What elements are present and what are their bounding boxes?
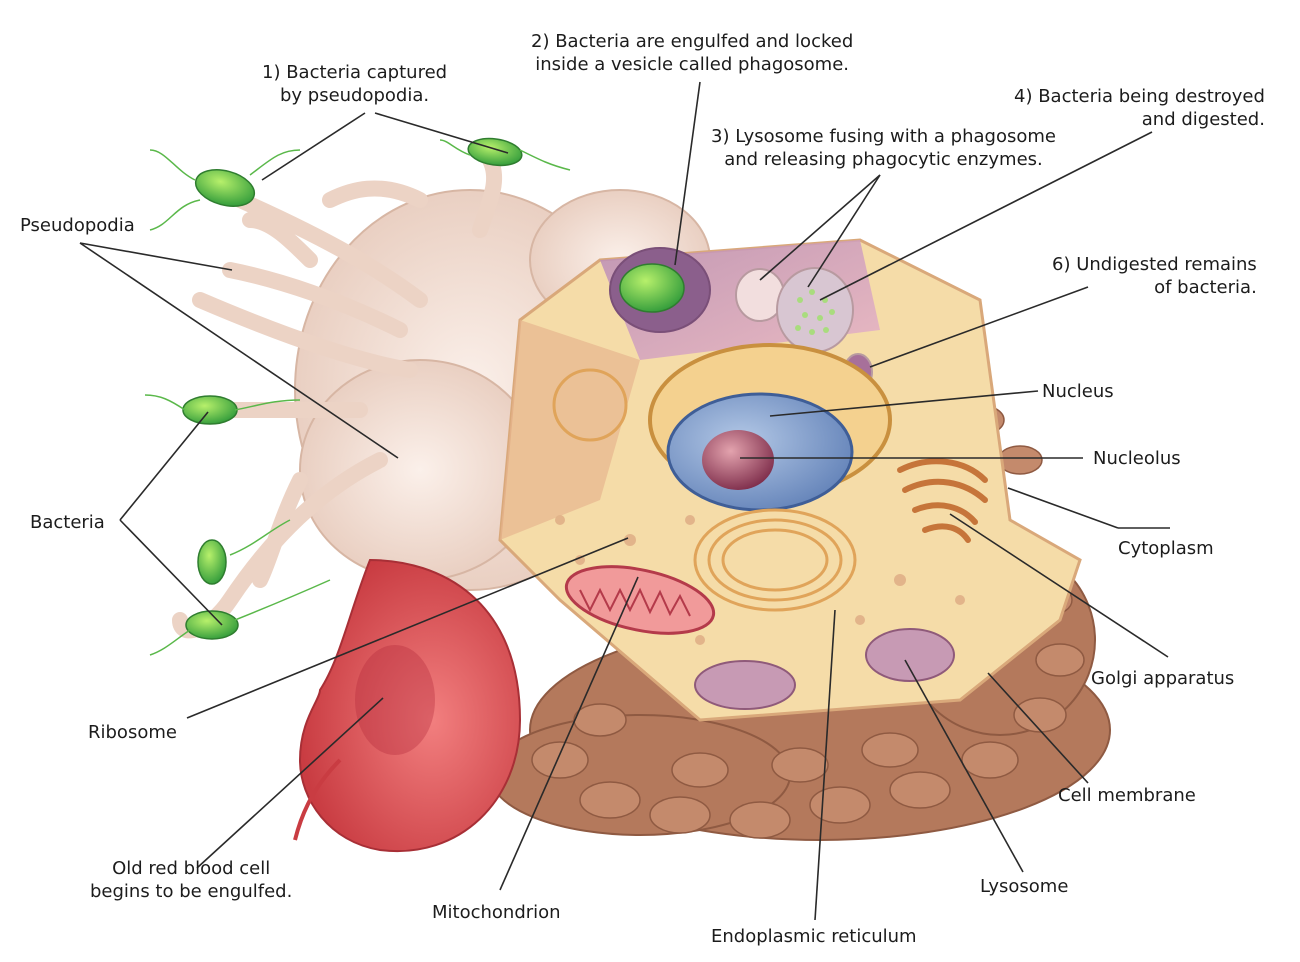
bacteria-group (182, 137, 685, 640)
label-step1: 1) Bacteria captured by pseudopodia. (262, 61, 447, 107)
leader-lines (79, 81, 1170, 921)
label-step4: 4) Bacteria being destroyed and digested… (1014, 85, 1265, 131)
lysosome-discs (694, 628, 955, 710)
red-blood-cell (293, 558, 522, 853)
label-golgi-apparatus: Golgi apparatus (1091, 668, 1235, 689)
label-bacteria: Bacteria (30, 512, 105, 533)
bacteria-flagella (144, 139, 571, 656)
label-step2-line1: 2) Bacteria are engulfed and locked (531, 31, 854, 52)
label-step6-line2: of bacteria. (1154, 277, 1257, 298)
label-step1-line2: by pseudopodia. (279, 85, 430, 106)
label-old-rbc-line2: begins to be engulfed. (90, 881, 293, 902)
label-step2-line2: inside a vesicle called phagosome. (535, 54, 849, 75)
label-endoplasmic-reticulum: Endoplasmic reticulum (711, 926, 917, 947)
label-pseudopodia: Pseudopodia (20, 215, 135, 236)
label-step3-line1: 3) Lysosome fusing with a phagosome (711, 126, 1056, 147)
label-step4-line2: and digested. (1141, 109, 1265, 130)
label-step4-line1: 4) Bacteria being destroyed (1014, 86, 1265, 107)
label-cell-membrane: Cell membrane (1058, 785, 1196, 806)
label-step2: 2) Bacteria are engulfed and locked insi… (531, 30, 853, 76)
label-nucleolus: Nucleolus (1093, 448, 1181, 469)
label-old-rbc-line1: Old red blood cell (112, 858, 271, 879)
label-ribosome: Ribosome (88, 722, 177, 743)
label-step1-line1: 1) Bacteria captured (262, 62, 448, 83)
label-mitochondrion: Mitochondrion (432, 902, 561, 923)
label-old-rbc: Old red blood cell begins to be engulfed… (90, 857, 292, 903)
label-step6: 6) Undigested remains of bacteria. (1052, 253, 1257, 299)
mitochondrion (564, 565, 716, 635)
label-cytoplasm: Cytoplasm (1118, 538, 1214, 559)
label-nucleus: Nucleus (1042, 381, 1114, 402)
label-lysosome: Lysosome (980, 876, 1069, 897)
ribosome-dots (555, 515, 965, 645)
label-step3: 3) Lysosome fusing with a phagosome and … (711, 125, 1056, 171)
label-step6-line1: 6) Undigested remains (1052, 254, 1257, 275)
endoplasmic-reticulum (552, 368, 857, 612)
lysosome-dots (795, 289, 835, 335)
golgi-apparatus (897, 458, 988, 543)
label-step3-line2: and releasing phagocytic enzymes. (724, 149, 1043, 170)
